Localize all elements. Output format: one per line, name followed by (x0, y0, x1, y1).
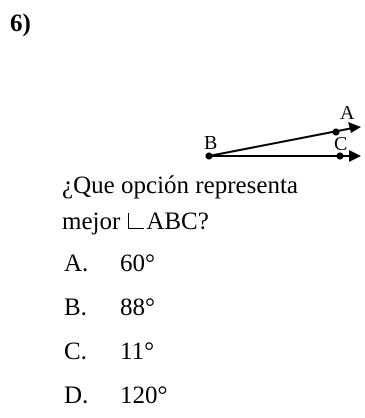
question-number: 6) (10, 10, 31, 37)
option-value: 120° (120, 382, 168, 409)
label-a: A (340, 102, 355, 124)
angle-symbol-icon (128, 213, 145, 229)
option-letter: C. (64, 338, 87, 365)
question-line-2-prefix: mejor (62, 208, 121, 235)
point-c (336, 152, 344, 160)
question-line-2-suffix: ABC? (146, 208, 209, 235)
option-value: 60° (120, 250, 155, 277)
arrowhead-c-icon (349, 150, 361, 162)
option-letter: D. (64, 382, 89, 409)
question-line-1: ¿Que opción representa (62, 172, 298, 199)
point-b (205, 152, 213, 160)
label-c: C (334, 133, 347, 155)
option-a[interactable]: A. 60° (64, 242, 168, 286)
question-text: ¿Que opción representa mejor ABC? (62, 168, 298, 240)
point-a (332, 128, 340, 136)
angle-figure: A B C (204, 102, 361, 162)
arrowhead-a-icon (348, 122, 361, 133)
option-c[interactable]: C. 11° (64, 330, 168, 374)
option-value: 88° (120, 294, 155, 321)
option-d[interactable]: D. 120° (64, 374, 168, 418)
answer-options: A. 60° B. 88° C. 11° D. 120° (64, 242, 168, 418)
ray-ba (208, 127, 354, 157)
option-value: 11° (120, 338, 155, 365)
label-b: B (204, 132, 217, 154)
option-letter: B. (64, 294, 87, 321)
option-letter: A. (64, 250, 89, 277)
option-b[interactable]: B. 88° (64, 286, 168, 330)
